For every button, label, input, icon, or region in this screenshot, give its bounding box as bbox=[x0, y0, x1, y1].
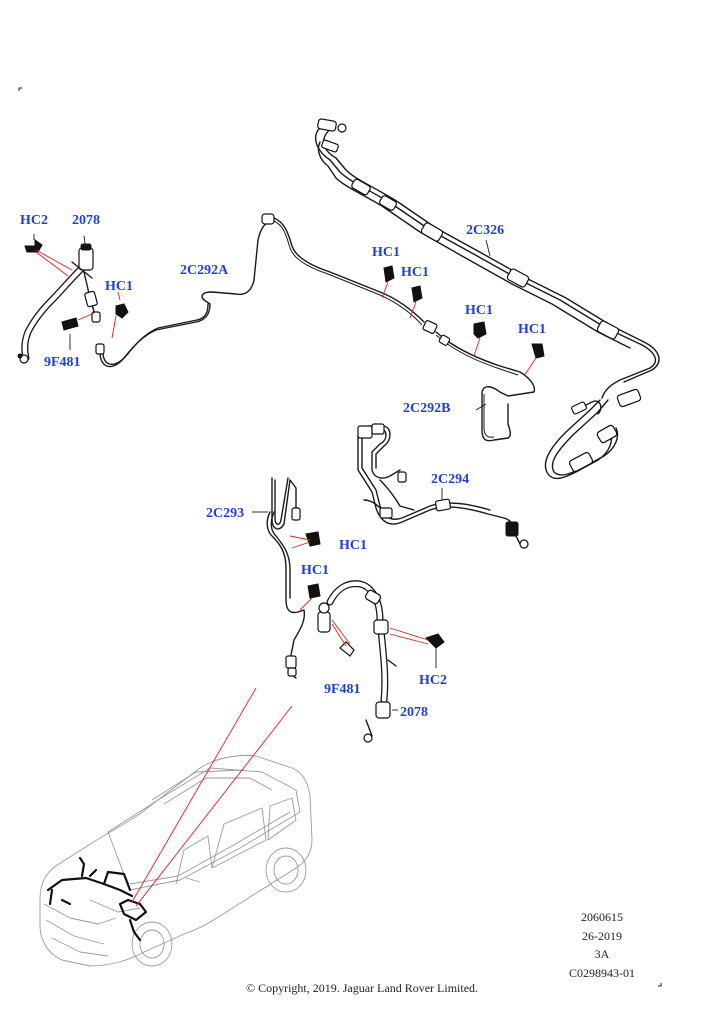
callout-hc1-f[interactable]: HC1 bbox=[339, 538, 367, 553]
leader-vehicle-location bbox=[131, 687, 293, 907]
callout-hc1-b[interactable]: HC1 bbox=[372, 245, 400, 260]
callout-9f481-left[interactable]: 9F481 bbox=[44, 355, 81, 370]
leader-hc1-d bbox=[473, 337, 481, 357]
callout-2c293[interactable]: 2C293 bbox=[206, 506, 244, 521]
pipe-2c292b bbox=[475, 386, 535, 442]
callout-hc2-right[interactable]: HC2 bbox=[419, 673, 447, 688]
hc1-clip-g[interactable] bbox=[307, 583, 321, 599]
vehicle-illustration bbox=[39, 755, 313, 967]
callout-2078-right[interactable]: 2078 bbox=[400, 705, 428, 720]
callout-hc2-left[interactable]: HC2 bbox=[20, 213, 48, 228]
callout-hc1-e[interactable]: HC1 bbox=[518, 322, 546, 337]
sensor-9f481-left[interactable] bbox=[61, 317, 79, 350]
copyright-notice: © Copyright, 2019. Jaguar Land Rover Lim… bbox=[245, 981, 479, 995]
leader-hc1-c bbox=[409, 301, 417, 319]
leader-9f481-right bbox=[331, 619, 351, 647]
callout-hc1-d[interactable]: HC1 bbox=[465, 303, 493, 318]
corner-mark-bottom bbox=[658, 983, 662, 987]
callout-2078-left[interactable]: 2078 bbox=[72, 213, 100, 228]
leader-2078-left bbox=[83, 235, 87, 251]
drawing-revision: 3A bbox=[594, 947, 610, 961]
pipe-2c326 bbox=[314, 118, 660, 480]
leader-hc1-a bbox=[111, 291, 121, 339]
pipe-2c293 bbox=[252, 477, 306, 679]
corner-mark bbox=[18, 87, 22, 91]
drawing-code: C0298943-01 bbox=[569, 965, 635, 980]
callout-hc1-c[interactable]: HC1 bbox=[401, 265, 429, 280]
front-left-hose-assembly bbox=[17, 243, 101, 364]
front-right-hose-assembly bbox=[317, 580, 397, 743]
leader-hc1-e bbox=[523, 357, 537, 377]
drawing-date: 26-2019 bbox=[582, 928, 622, 943]
leader-hc1-f bbox=[289, 535, 311, 549]
hc1-clip-e[interactable] bbox=[531, 343, 545, 359]
pipe-2c294 bbox=[357, 423, 529, 549]
drawing-number: 2060615 bbox=[581, 910, 623, 924]
callout-2c292a[interactable]: 2C292A bbox=[180, 263, 229, 278]
leader-hc1-g bbox=[299, 597, 313, 611]
hc1-clip-d[interactable] bbox=[473, 321, 487, 339]
leader-hc2-left bbox=[35, 249, 73, 277]
drawing-info-block: 2060615 26-2019 3A C0298943-01 bbox=[569, 908, 635, 982]
callout-hc1-a[interactable]: HC1 bbox=[105, 279, 133, 294]
leader-hc2-right bbox=[389, 627, 429, 645]
hc1-clip-a[interactable] bbox=[115, 303, 129, 319]
callout-2c292b[interactable]: 2C292B bbox=[403, 401, 450, 416]
leader-hc1-b bbox=[381, 281, 389, 299]
sensor-9f481-right[interactable] bbox=[339, 641, 355, 657]
callout-2c294[interactable]: 2C294 bbox=[431, 472, 469, 487]
leader-9f481-left bbox=[77, 311, 97, 321]
callout-hc1-g[interactable]: HC1 bbox=[301, 563, 329, 578]
pipe-2c292a bbox=[95, 213, 536, 393]
hc1-clip-f[interactable] bbox=[305, 531, 321, 547]
hc1-clip-b[interactable] bbox=[383, 265, 395, 283]
callout-2c326[interactable]: 2C326 bbox=[466, 223, 504, 238]
hc2-clip-left[interactable] bbox=[24, 234, 43, 253]
callout-9f481-right[interactable]: 9F481 bbox=[324, 682, 361, 697]
hc2-clip-right[interactable] bbox=[425, 633, 445, 668]
hc1-clip-c[interactable] bbox=[411, 285, 423, 303]
